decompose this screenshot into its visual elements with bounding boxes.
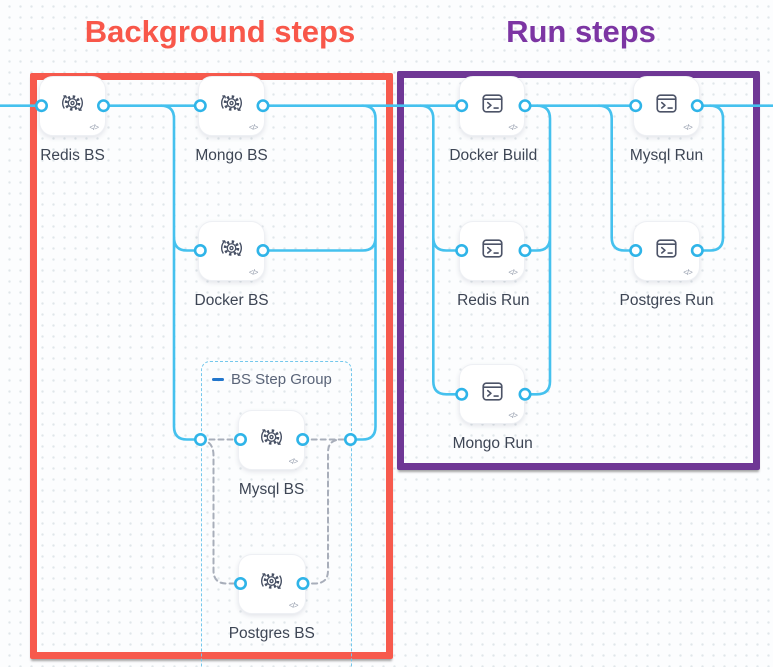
terminal-icon [478,377,507,406]
terminal-icon [652,89,681,118]
code-badge: </> [683,122,693,132]
node-label-mysql-bs: Mysql BS [238,480,305,498]
step-node-docker-bs[interactable]: </> [197,220,266,281]
node-label-mongo-bs: Mongo BS [195,146,268,164]
node-label-redis-run: Redis Run [457,291,530,309]
sync-gear-icon [257,423,286,452]
step-node-postgres-run[interactable]: </> [633,220,700,281]
node-label-mysql-run: Mysql Run [629,146,704,164]
node-label-postgres-bs: Postgres BS [228,624,315,642]
collapse-dash-icon[interactable] [212,378,224,381]
step-node-mysql-run[interactable]: </> [633,75,700,136]
sync-gear-icon [58,89,87,118]
code-badge: </> [508,411,518,421]
step-group-header[interactable]: BS Step Group [212,371,332,388]
step-node-redis-bs[interactable]: </> [39,75,106,136]
node-label-redis-bs: Redis BS [40,146,105,164]
code-badge: </> [683,267,693,277]
run-steps-title: Run steps [506,14,656,49]
code-badge: </> [288,456,299,466]
step-group-border [200,361,352,667]
step-node-redis-run[interactable]: </> [459,220,525,281]
sync-gear-icon [217,89,246,118]
code-badge: </> [288,600,299,610]
code-badge: </> [248,267,259,277]
code-badge: </> [508,267,518,277]
step-node-docker-build[interactable]: </> [459,75,525,136]
terminal-icon [478,89,507,118]
step-group-label: BS Step Group [231,371,332,388]
step-node-mongo-bs[interactable]: </> [197,75,266,136]
node-label-postgres-run: Postgres Run [619,291,714,309]
sync-gear-icon [257,567,286,596]
step-node-postgres-bs[interactable]: </> [238,553,306,614]
code-badge: </> [89,122,99,132]
code-badge: </> [508,122,518,132]
run-steps-annotation-box [397,70,760,470]
sync-gear-icon [217,234,246,263]
code-badge: </> [248,122,259,132]
node-label-mongo-run: Mongo Run [452,435,533,453]
node-label-docker-bs: Docker BS [194,291,269,309]
terminal-icon [478,234,507,263]
node-label-docker-build: Docker Build [449,146,538,164]
step-node-mysql-bs[interactable]: </> [238,409,306,470]
background-steps-title: Background steps [84,14,356,49]
terminal-icon [652,234,681,263]
step-node-mongo-run[interactable]: </> [459,364,525,425]
